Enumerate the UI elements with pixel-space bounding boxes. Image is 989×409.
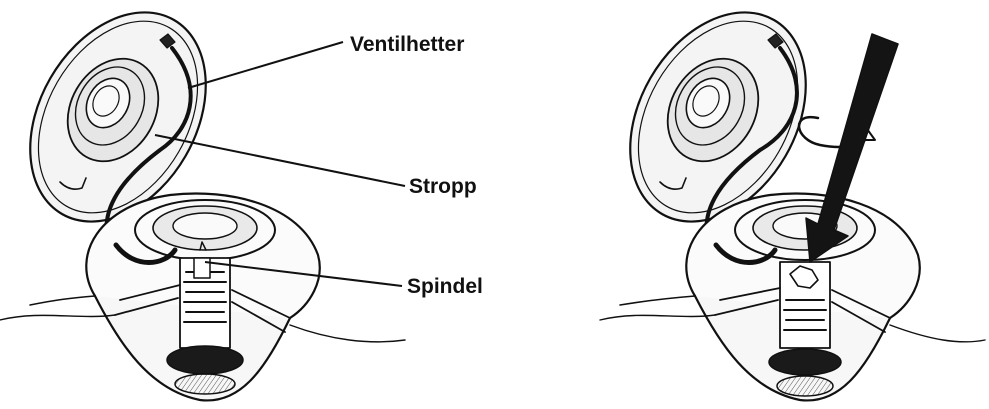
leader-line-strap xyxy=(155,135,405,186)
valve-cap-label: Ventilhetter xyxy=(350,34,464,55)
valve-base-left xyxy=(0,193,405,400)
valve-base-right xyxy=(600,193,985,400)
left-valve-illustration xyxy=(0,0,405,400)
right-valve-illustration xyxy=(594,0,985,400)
leader-line-valve-cap xyxy=(188,42,343,88)
spindle-label: Spindel xyxy=(407,276,483,297)
strap-label: Stropp xyxy=(409,176,477,197)
